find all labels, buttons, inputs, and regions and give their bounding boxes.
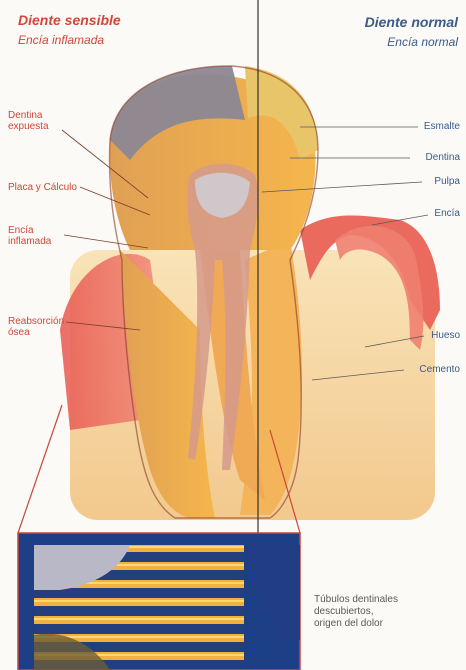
- label-encia-inflamada: Encía inflamada: [8, 225, 51, 247]
- zoom-line-left: [18, 405, 62, 533]
- right-title: Diente normal: [298, 14, 458, 30]
- right-subtitle: Encía normal: [298, 35, 458, 49]
- label-cemento: Cemento: [380, 364, 460, 375]
- inset-caption: Túbulos dentinales descubiertos, origen …: [314, 594, 464, 630]
- left-title: Diente sensible: [18, 12, 121, 28]
- left-subtitle: Encía inflamada: [18, 33, 104, 47]
- label-encia: Encía: [380, 208, 460, 219]
- label-reabsorcion-osea: Reabsorción ósea: [8, 316, 64, 338]
- label-dentina: Dentina: [380, 152, 460, 163]
- label-placa-calculo: Placa y Cálculo: [8, 182, 77, 193]
- label-dentina-expuesta: Dentina expuesta: [8, 110, 49, 132]
- label-pulpa: Pulpa: [380, 176, 460, 187]
- label-esmalte: Esmalte: [380, 121, 460, 132]
- label-hueso: Hueso: [380, 330, 460, 341]
